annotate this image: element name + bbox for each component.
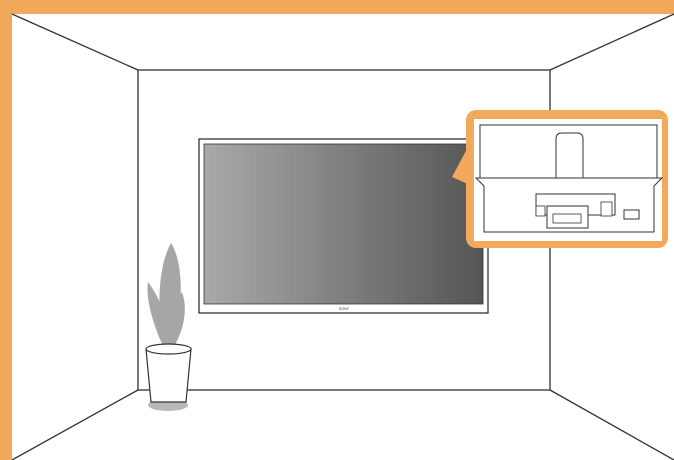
tv-screen <box>203 143 484 305</box>
plant-leaf-left <box>147 282 169 350</box>
callout-pointer <box>452 147 470 185</box>
plant-pot-rim <box>145 343 192 355</box>
rear-view-callout <box>452 110 668 248</box>
bracket-connector <box>552 213 582 224</box>
bracket-right-clip <box>600 201 613 217</box>
plant-leaf-right <box>168 292 185 350</box>
rear-port <box>623 209 640 220</box>
bracket-left-clip <box>535 205 546 217</box>
tv-stand-neck <box>555 132 584 179</box>
plant-pot <box>145 348 192 403</box>
television: SONY <box>198 138 489 314</box>
potted-plant <box>145 243 192 411</box>
tv-brand-logo: SONY <box>339 307 350 311</box>
frame-top <box>0 0 674 14</box>
frame-left <box>0 0 12 460</box>
